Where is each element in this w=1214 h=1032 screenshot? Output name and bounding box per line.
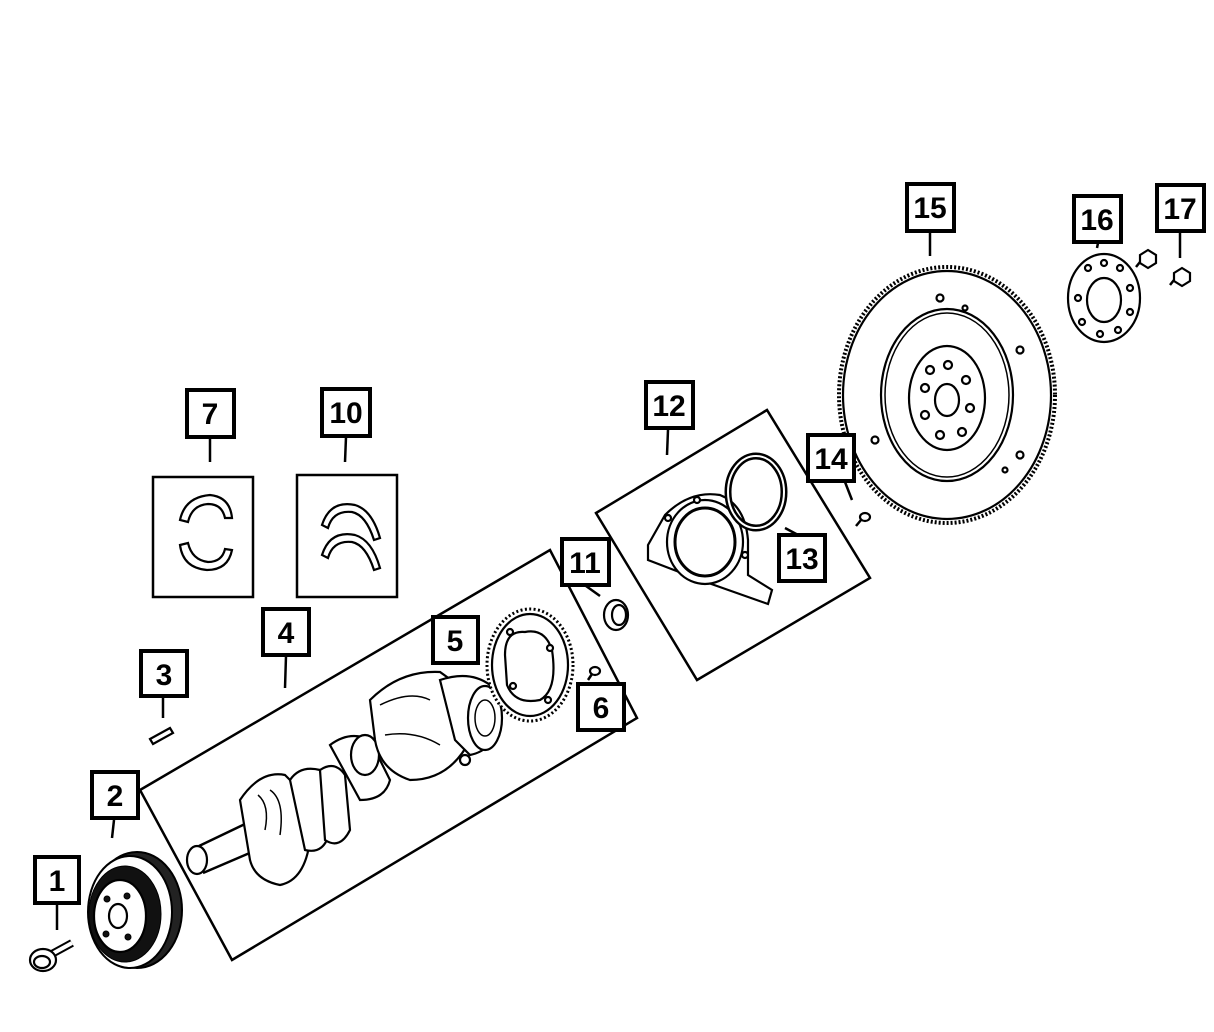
svg-text:5: 5 <box>447 625 464 658</box>
main-bearing-part <box>178 493 234 572</box>
svg-text:1: 1 <box>49 865 66 898</box>
rear-main-seal-part <box>724 452 788 532</box>
svg-text:15: 15 <box>913 192 946 225</box>
tone-wheel-screw-part <box>586 665 602 681</box>
svg-text:16: 16 <box>1080 204 1113 237</box>
svg-text:13: 13 <box>785 543 818 576</box>
rear-seal-group-frame <box>594 408 872 682</box>
flywheel-bolts-part <box>1135 248 1192 288</box>
svg-text:6: 6 <box>593 692 610 725</box>
callout-6: 6 <box>576 682 626 732</box>
svg-text:4: 4 <box>278 617 295 650</box>
main-bearing-frame <box>151 475 255 599</box>
callout-10: 10 <box>320 387 372 438</box>
pilot-bearing-part <box>602 598 630 632</box>
crank-bolt-part <box>28 939 74 973</box>
flywheel-bolt-part <box>855 511 872 527</box>
tone-wheel-part <box>485 607 575 723</box>
svg-text:10: 10 <box>329 397 362 430</box>
callout-15: 15 <box>905 182 956 233</box>
callout-17: 17 <box>1155 183 1206 233</box>
crankshaft-group-frame <box>138 548 639 962</box>
flywheel-part <box>837 265 1057 525</box>
svg-text:3: 3 <box>156 659 173 692</box>
leader-lines <box>55 231 1182 930</box>
callout-14: 14 <box>806 433 856 483</box>
svg-text:17: 17 <box>1163 193 1196 226</box>
svg-text:14: 14 <box>814 443 848 476</box>
thrust-bearing-part <box>320 503 382 572</box>
callout-11: 11 <box>560 537 611 587</box>
svg-text:11: 11 <box>569 547 601 580</box>
crank-key-part <box>148 726 175 746</box>
callout-4: 4 <box>261 607 311 657</box>
callout-5: 5 <box>431 615 480 665</box>
thrust-bearing-frame <box>295 473 399 599</box>
callout-12: 12 <box>644 380 695 430</box>
vibration-damper-part <box>87 851 183 969</box>
crankshaft-part <box>185 670 504 887</box>
svg-text:2: 2 <box>107 780 124 813</box>
callout-3: 3 <box>139 649 189 698</box>
callout-16: 16 <box>1072 194 1123 244</box>
callout-13: 13 <box>777 533 827 583</box>
svg-text:7: 7 <box>202 398 219 431</box>
callout-2: 2 <box>90 770 140 820</box>
svg-text:12: 12 <box>652 390 685 423</box>
callout-7: 7 <box>185 388 236 439</box>
callout-1: 1 <box>33 855 81 905</box>
adapter-plate-part <box>1066 252 1142 344</box>
rear-seal-retainer-part <box>646 493 774 606</box>
